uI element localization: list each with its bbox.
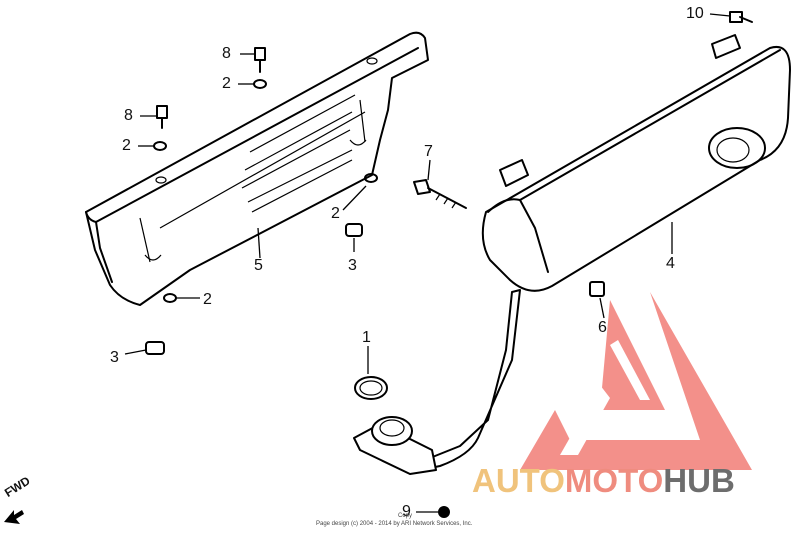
rubber-cushion-part-3-right bbox=[345, 223, 363, 237]
watermark-logo bbox=[520, 292, 752, 470]
copyright-line-1: Copy bbox=[398, 513, 413, 519]
callout-label-6: 6 bbox=[598, 319, 607, 336]
washer-part-2-upper bbox=[253, 79, 267, 89]
fwd-arrow-icon bbox=[4, 510, 24, 524]
bolt-part-8-upper bbox=[254, 47, 266, 73]
callout-label-2-right: 2 bbox=[331, 205, 340, 222]
callout-label-7: 7 bbox=[424, 143, 433, 160]
muffler-protector-part-5 bbox=[85, 31, 429, 306]
callout-label-2-upper: 2 bbox=[222, 75, 231, 92]
bolt-part-7 bbox=[413, 179, 467, 209]
copyright-line-2: Page design (c) 2004 - 2014 by ARI Netwo… bbox=[316, 521, 473, 527]
nut-part-9 bbox=[438, 506, 450, 518]
callout-label-1: 1 bbox=[362, 329, 371, 346]
bolt-part-8-lower bbox=[156, 105, 168, 129]
muffler-part-4 bbox=[353, 34, 791, 475]
gasket-part-1 bbox=[354, 376, 388, 400]
callout-lines bbox=[124, 13, 731, 513]
brand-part-auto: AUTO bbox=[472, 462, 565, 499]
brand-part-moto: MOTO bbox=[564, 462, 664, 499]
callout-label-5: 5 bbox=[254, 257, 263, 274]
bolt-part-10 bbox=[729, 11, 753, 23]
washer-part-2-lower bbox=[163, 293, 177, 303]
brand-part-hub: HUB bbox=[663, 462, 735, 499]
collar-part-6 bbox=[589, 281, 605, 297]
callout-label-2-lower: 2 bbox=[203, 291, 212, 308]
washer-part-2-left bbox=[153, 141, 167, 151]
copyright-text: Copy Page design (c) 2004 - 2014 by ARI … bbox=[316, 512, 472, 528]
callout-label-3-right: 3 bbox=[348, 257, 357, 274]
callout-label-8-upper: 8 bbox=[222, 45, 231, 62]
rubber-cushion-part-3-left bbox=[145, 341, 165, 355]
callout-label-4: 4 bbox=[666, 255, 675, 272]
callout-label-10: 10 bbox=[686, 5, 704, 22]
callout-label-2-left: 2 bbox=[122, 137, 131, 154]
callout-label-8-lower: 8 bbox=[124, 107, 133, 124]
callout-label-3-left: 3 bbox=[110, 349, 119, 366]
callout-label-9: 9 bbox=[402, 503, 411, 520]
washer-part-2-right bbox=[364, 173, 378, 183]
watermark-brand-text: AUTOMOTOHUB bbox=[472, 462, 735, 500]
